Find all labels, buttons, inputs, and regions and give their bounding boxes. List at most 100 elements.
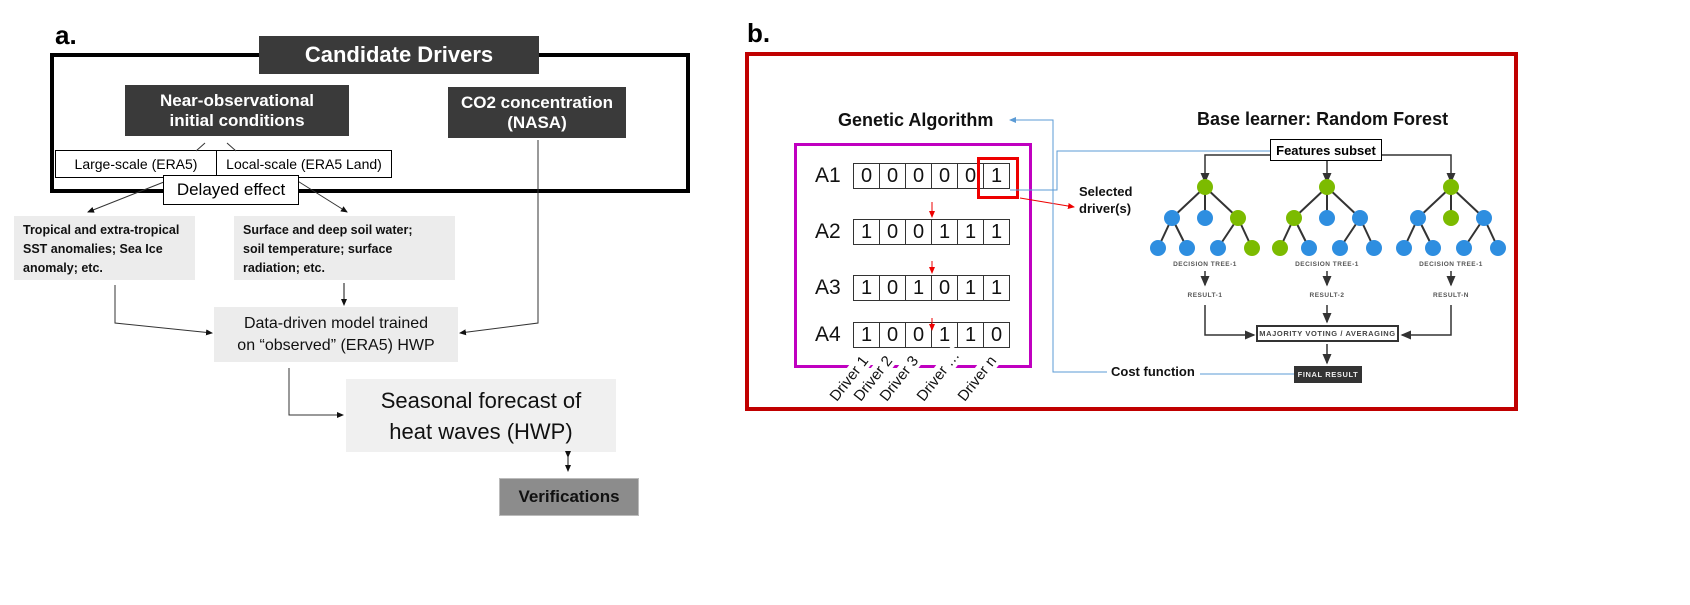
model-line1: Data-driven model trained [243,314,429,332]
features-subset-label: Features subset [1276,142,1376,158]
panel-a-label: a. [55,20,77,50]
arrow-to-soil [295,179,348,213]
arrow-model-to-forecast [288,368,344,418]
gene-cell: 1 [983,275,1010,301]
selected-drivers-label: Selected driver(s) [1079,183,1132,217]
tree-node [1319,210,1335,226]
arrow-to-tropical [87,179,170,213]
tree-node [1210,240,1226,256]
soil-water-box: Surface and deep soil water; soil temper… [234,216,455,280]
selected-gene-highlight [977,157,1019,199]
majority-voting-box: MAJORITY VOTING / AVERAGING [1256,325,1399,342]
tree-node [1319,179,1335,195]
decision-tree-caption: DECISION TREE-1 [1295,261,1359,268]
gene-cell: 0 [879,163,906,189]
gene-cell: 0 [983,322,1010,348]
tree-node [1272,240,1288,256]
data-driven-model-box: Data-driven model trained on “observed” … [214,307,458,362]
tree-node [1244,240,1260,256]
soil-line3: radiation; etc. [243,261,325,275]
tree-node [1150,240,1166,256]
near-observational-line1: Near-observational [160,90,314,110]
genetic-algorithm-title: Genetic Algorithm [838,110,994,130]
gene-cell: 0 [905,219,932,245]
arrow-co2-to-model [459,140,539,336]
model-line2: on “observed” (ERA5) HWP [237,336,435,354]
features-subset-box: Features subset [1270,139,1382,161]
arrow-result1-voting [1204,305,1256,340]
arrow-subset-tree3 [1382,154,1456,184]
arrow-subset-tree1 [1200,154,1270,184]
decision-tree-caption: DECISION TREE-1 [1419,261,1483,268]
tree-node [1476,210,1492,226]
candidate-drivers-title: Candidate Drivers [259,36,539,74]
gene-cell: 0 [879,275,906,301]
gene-cell: 1 [983,219,1010,245]
tree-result-label: RESULT-1 [1187,292,1223,299]
near-observational-line2: initial conditions [169,110,305,130]
tree-node [1179,240,1195,256]
tree-node [1366,240,1382,256]
large-scale-label: Large-scale (ERA5) [74,156,198,172]
tree-result-label: RESULT-N [1432,292,1470,299]
gene-cell: 0 [931,275,958,301]
chromosome-label: A3 [815,276,841,299]
soil-line2: soil temperature; surface [243,242,393,256]
gene-cell: 0 [853,163,880,189]
tree-node [1332,240,1348,256]
tropical-line1: Tropical and extra-tropical [23,223,180,237]
tree-node [1490,240,1506,256]
co2-line1: CO2 concentration [460,92,614,112]
tree-node [1197,179,1213,195]
forecast-line1: Seasonal forecast of [380,387,582,413]
arrow-to-selected-drivers [1019,197,1075,209]
soil-line1: Surface and deep soil water; [243,223,413,237]
chromosome-label: A2 [815,220,841,243]
gene-cell: 1 [983,163,1010,189]
feedback-to-features-subset [1010,150,1270,191]
tree-node [1197,210,1213,226]
tree-node [1230,210,1246,226]
panel-a-connectors [87,140,571,472]
tree-node [1456,240,1472,256]
connector-local [226,142,237,152]
local-scale-label: Local-scale (ERA5 Land) [226,156,382,172]
co2-concentration-box: CO2 concentration (NASA) [448,87,626,138]
panel-b-frame [745,52,1518,411]
tree-node [1164,210,1180,226]
tree-node [1396,240,1412,256]
tree-node [1425,240,1441,256]
local-scale-box: Local-scale (ERA5 Land) [216,150,392,178]
verifications-label: Verifications [518,487,620,506]
tropical-line2: SST anomalies; Sea Ice [23,242,163,256]
tree-node [1443,210,1459,226]
gene-cell: 1 [957,322,984,348]
delayed-effect-label: Delayed effect [176,180,286,199]
gene-cell: 0 [905,322,932,348]
near-observational-box: Near-observational initial conditions [125,85,349,136]
selected-line1: Selected [1079,184,1133,199]
gene-cell: 0 [931,163,958,189]
chromosome-label: A1 [815,164,841,187]
decision-tree-caption: DECISION TREE-1 [1173,261,1237,268]
random-forest-title: Base learner: Random Forest [1197,109,1449,129]
chromosome-label: A4 [815,323,841,346]
arrow-tropical-to-model [114,285,213,336]
cost-function-label: Cost function [1111,364,1195,379]
tree-result-label: RESULT-2 [1309,292,1345,299]
seasonal-forecast-box: Seasonal forecast of heat waves (HWP) [346,379,616,452]
panel-b-label: b. [747,18,771,48]
tropical-line3: anomaly; etc. [23,261,103,275]
feedback-cost-to-ga [1009,117,1107,373]
large-scale-box: Large-scale (ERA5) [55,150,217,178]
final-result-box: FINAL RESULT [1294,366,1362,383]
tree-node [1286,210,1302,226]
gene-cell: 1 [853,275,880,301]
selected-line2: driver(s) [1079,201,1132,216]
gene-cell: 1 [931,219,958,245]
gene-cell: 0 [879,219,906,245]
tree-node [1410,210,1426,226]
tree-node [1443,179,1459,195]
majority-voting-label: MAJORITY VOTING / AVERAGING [1259,329,1396,338]
